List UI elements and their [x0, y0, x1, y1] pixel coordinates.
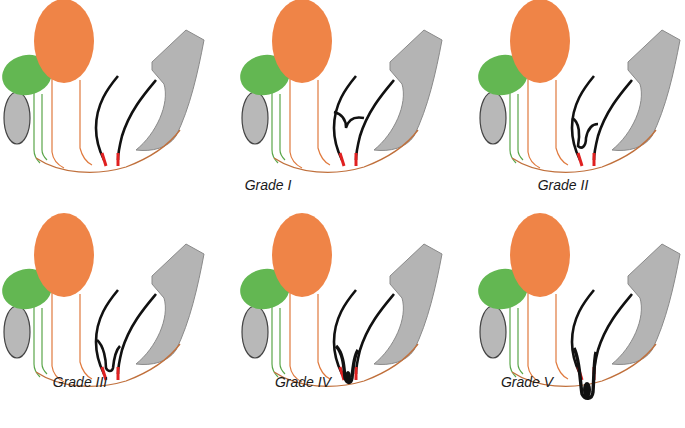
- grade-label: Grade IV: [275, 375, 331, 390]
- grade-label: Grade III: [53, 375, 107, 390]
- grade-label: Grade I: [245, 178, 292, 193]
- grade-label: Grade V: [501, 375, 553, 390]
- grade-label: Grade II: [538, 178, 589, 193]
